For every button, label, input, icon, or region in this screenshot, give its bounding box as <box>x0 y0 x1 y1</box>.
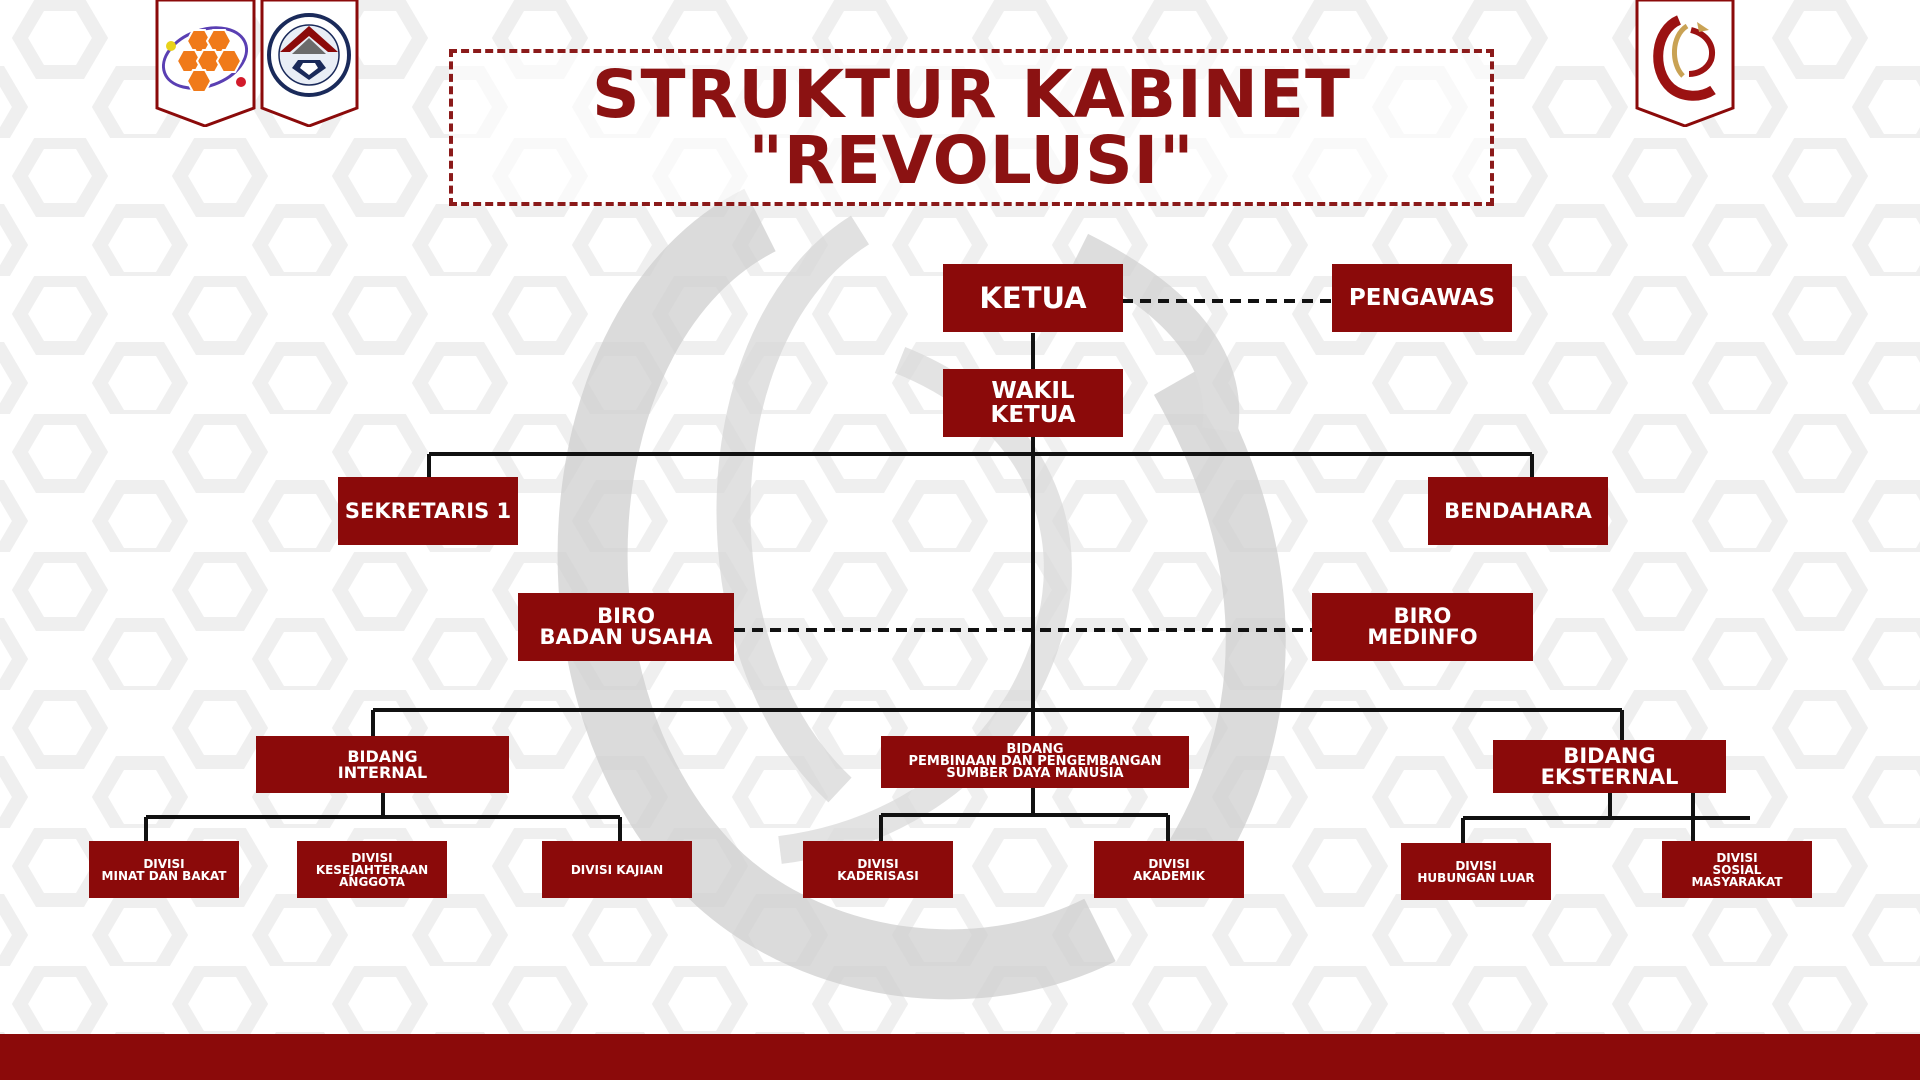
node-divisi-sosial-masyarakat: DIVISI SOSIAL MASYARAKAT <box>1662 841 1812 898</box>
student-association-emblem-icon <box>260 0 359 127</box>
node-sekretaris: SEKRETARIS 1 <box>338 477 518 545</box>
node-divisi-kaderisasi: DIVISI KADERISASI <box>803 841 953 898</box>
footer-bar <box>0 1034 1920 1080</box>
node-pengawas: PENGAWAS <box>1332 264 1512 332</box>
title-line-2: "REVOLUSI" <box>748 121 1195 199</box>
node-divisi-kajian: DIVISI KAJIAN <box>542 841 692 898</box>
node-wakil-ketua: WAKIL KETUA <box>943 369 1123 437</box>
node-bidang-internal: BIDANG INTERNAL <box>256 736 509 793</box>
node-divisi-minat-bakat: DIVISI MINAT DAN BAKAT <box>89 841 239 898</box>
node-divisi-kesejahteraan: DIVISI KESEJAHTERAAN ANGGOTA <box>297 841 447 898</box>
node-biro-badan-usaha: BIRO BADAN USAHA <box>518 593 734 661</box>
phoenix-emblem-icon <box>1635 0 1735 127</box>
node-biro-medinfo: BIRO MEDINFO <box>1312 593 1533 661</box>
node-ketua: KETUA <box>943 264 1123 332</box>
node-bidang-psdm: BIDANG PEMBINAAN DAN PENGEMBANGAN SUMBER… <box>881 736 1189 788</box>
node-divisi-hubungan-luar: DIVISI HUBUNGAN LUAR <box>1401 843 1551 900</box>
title-frame: STRUKTUR KABINET "REVOLUSI" <box>449 49 1494 206</box>
hexagon-molecule-logo-icon <box>155 0 256 127</box>
node-bendahara: BENDAHARA <box>1428 477 1608 545</box>
node-divisi-akademik: DIVISI AKADEMIK <box>1094 841 1244 898</box>
title-line-1: STRUKTUR KABINET <box>592 55 1351 133</box>
node-bidang-eksternal: BIDANG EKSTERNAL <box>1493 740 1726 793</box>
